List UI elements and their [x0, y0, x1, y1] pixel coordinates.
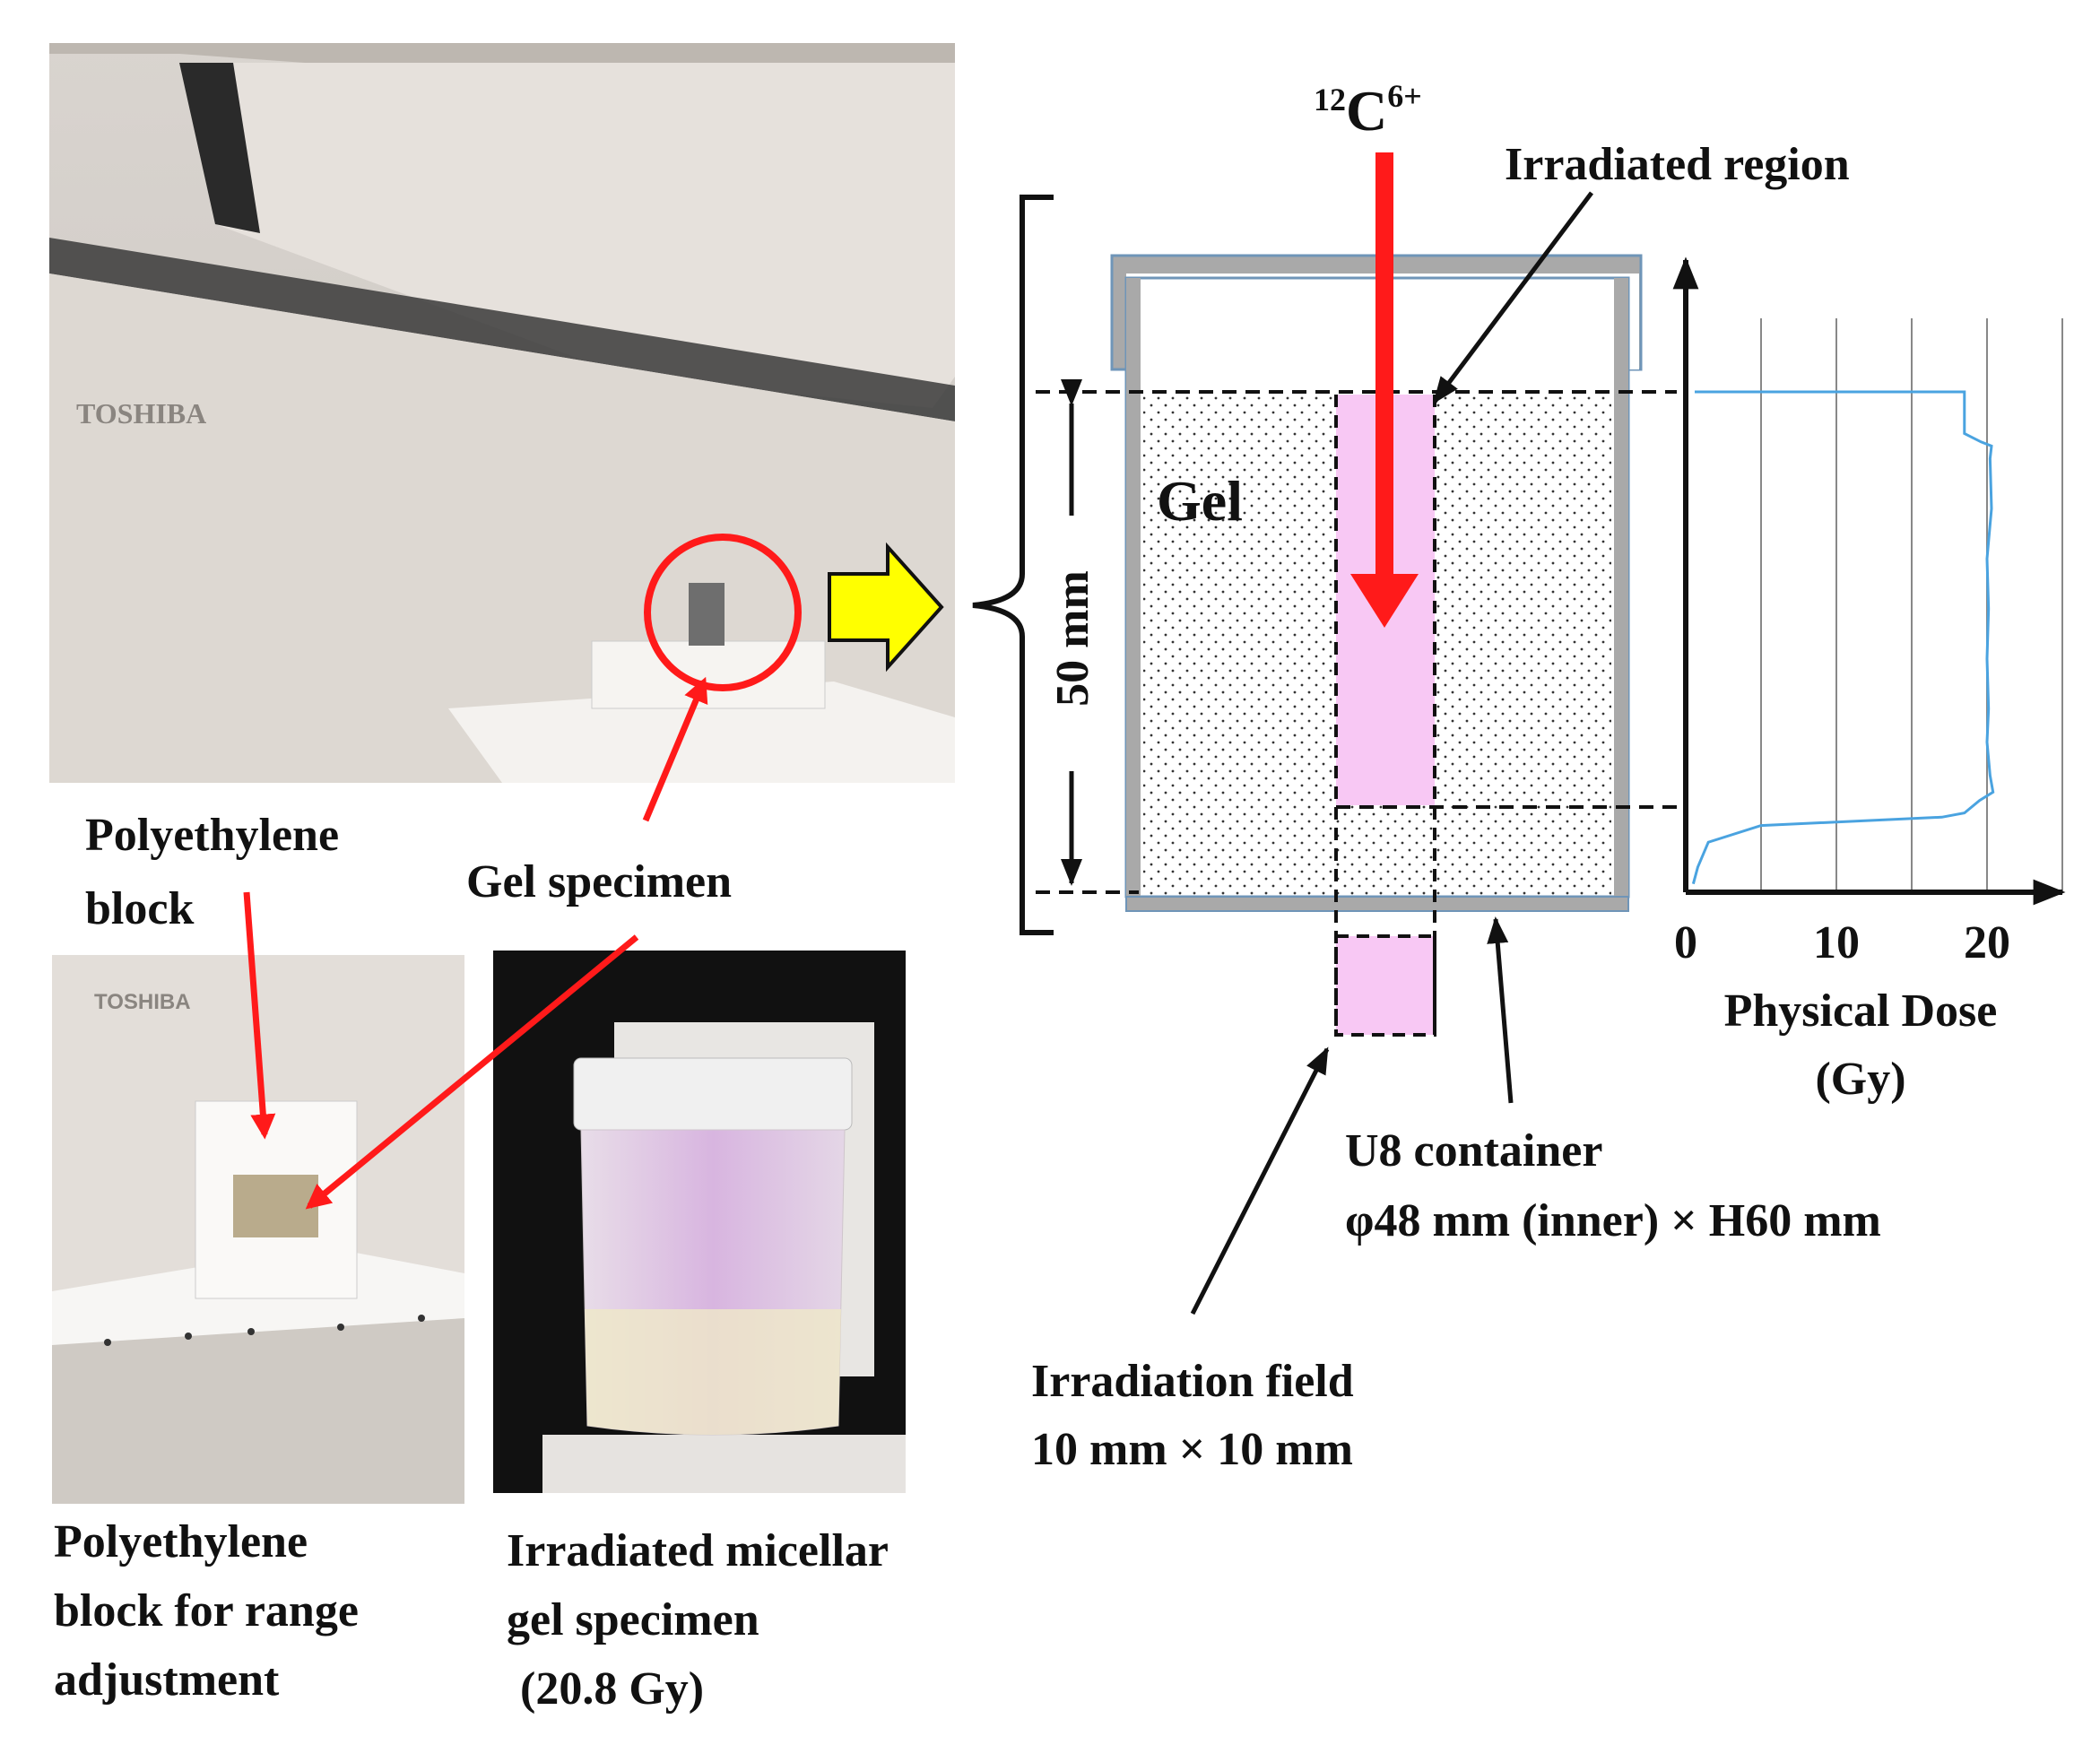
- transfer-arrow-icon: [828, 542, 944, 673]
- beam-element: C: [1346, 79, 1387, 143]
- chart-tick-label: 10: [1813, 917, 1860, 968]
- caption-left-1: Polyethylene: [54, 1516, 308, 1567]
- caption-right-3: (20.8 Gy): [520, 1663, 704, 1715]
- chart-x-unit: (Gy): [1815, 1054, 1905, 1105]
- couch-base: [52, 1318, 464, 1504]
- gel-specimen-label: Gel specimen: [466, 856, 732, 907]
- beam-mass: 12: [1314, 82, 1346, 117]
- nozzle-dark-edge: [179, 63, 260, 233]
- field-arrow: [1190, 1046, 1330, 1315]
- container-label-2: φ48 mm (inner) × H60 mm: [1345, 1195, 1881, 1246]
- polyethylene-block-label-1: Polyethylene: [85, 810, 339, 861]
- container-arrow: [1487, 916, 1514, 1104]
- couch-board: [448, 682, 955, 783]
- brace: [972, 195, 1054, 935]
- toshiba-logo-bottom: TOSHIBA: [94, 990, 191, 1014]
- field-label-1: Irradiation field: [1031, 1356, 1354, 1407]
- table-surface: [542, 1435, 906, 1493]
- highlight-circle: [644, 534, 802, 691]
- container-wall-right: [1614, 278, 1628, 897]
- gel-specimen-top: [689, 583, 725, 646]
- dose-profile-chart: 0 10 20 Physical Dose (Gy): [1672, 256, 2066, 1105]
- caption-right-1: Irradiated micellar: [507, 1525, 889, 1576]
- caption-left-3: adjustment: [54, 1654, 280, 1706]
- container-wall-left: [1126, 278, 1141, 897]
- depth-label: 50 mm: [1047, 570, 1098, 707]
- dose-curve: [1691, 390, 1995, 885]
- gantry-shadow: [49, 43, 955, 117]
- gantry-band: [49, 238, 955, 421]
- container-label-1: U8 container: [1345, 1125, 1602, 1176]
- chart-grid: [1760, 318, 2063, 892]
- field-label-2: 10 mm × 10 mm: [1031, 1424, 1353, 1475]
- jar-lid: [573, 1057, 853, 1131]
- top-photo: TOSHIBA: [49, 43, 955, 783]
- beam-charge: 6+: [1387, 78, 1422, 114]
- toshiba-logo-top: TOSHIBA: [76, 397, 206, 430]
- container-floor: [1125, 896, 1629, 912]
- caption-right-2: gel specimen: [507, 1594, 759, 1645]
- jar-base-tint: [585, 1309, 841, 1435]
- gel-pointer-arrow-bottom: [305, 934, 639, 1210]
- block-pointer-arrow: [243, 891, 276, 1140]
- irradiation-field: [1334, 934, 1436, 1037]
- gel-pointer-arrow-top: [642, 676, 708, 822]
- nozzle-head: [179, 63, 955, 408]
- bottom-right-photo: [493, 951, 906, 1493]
- chart-tick-label: 0: [1674, 917, 1697, 968]
- beam-arrow-shaft: [1375, 152, 1393, 583]
- schematic: 50 mm Gel 12C6+ Irradiated region U8 con…: [972, 78, 1881, 1475]
- caption-left-2: block for range: [54, 1585, 359, 1636]
- chart-tick-labels: 0 10 20: [1674, 917, 2010, 968]
- beam-arrow-icon: [1350, 574, 1419, 628]
- chart-tick-label: 20: [1964, 917, 2010, 968]
- chart-x-label: Physical Dose: [1724, 985, 1998, 1037]
- gel-label: Gel: [1157, 469, 1243, 533]
- irradiated-region-arrow: [1433, 191, 1593, 404]
- beam-ion-label: 12C6+: [1314, 78, 1422, 143]
- gel-specimen-bottom: [233, 1175, 318, 1237]
- polyethylene-block-label-2: block: [85, 883, 194, 934]
- irradiated-region-label: Irradiated region: [1505, 139, 1850, 190]
